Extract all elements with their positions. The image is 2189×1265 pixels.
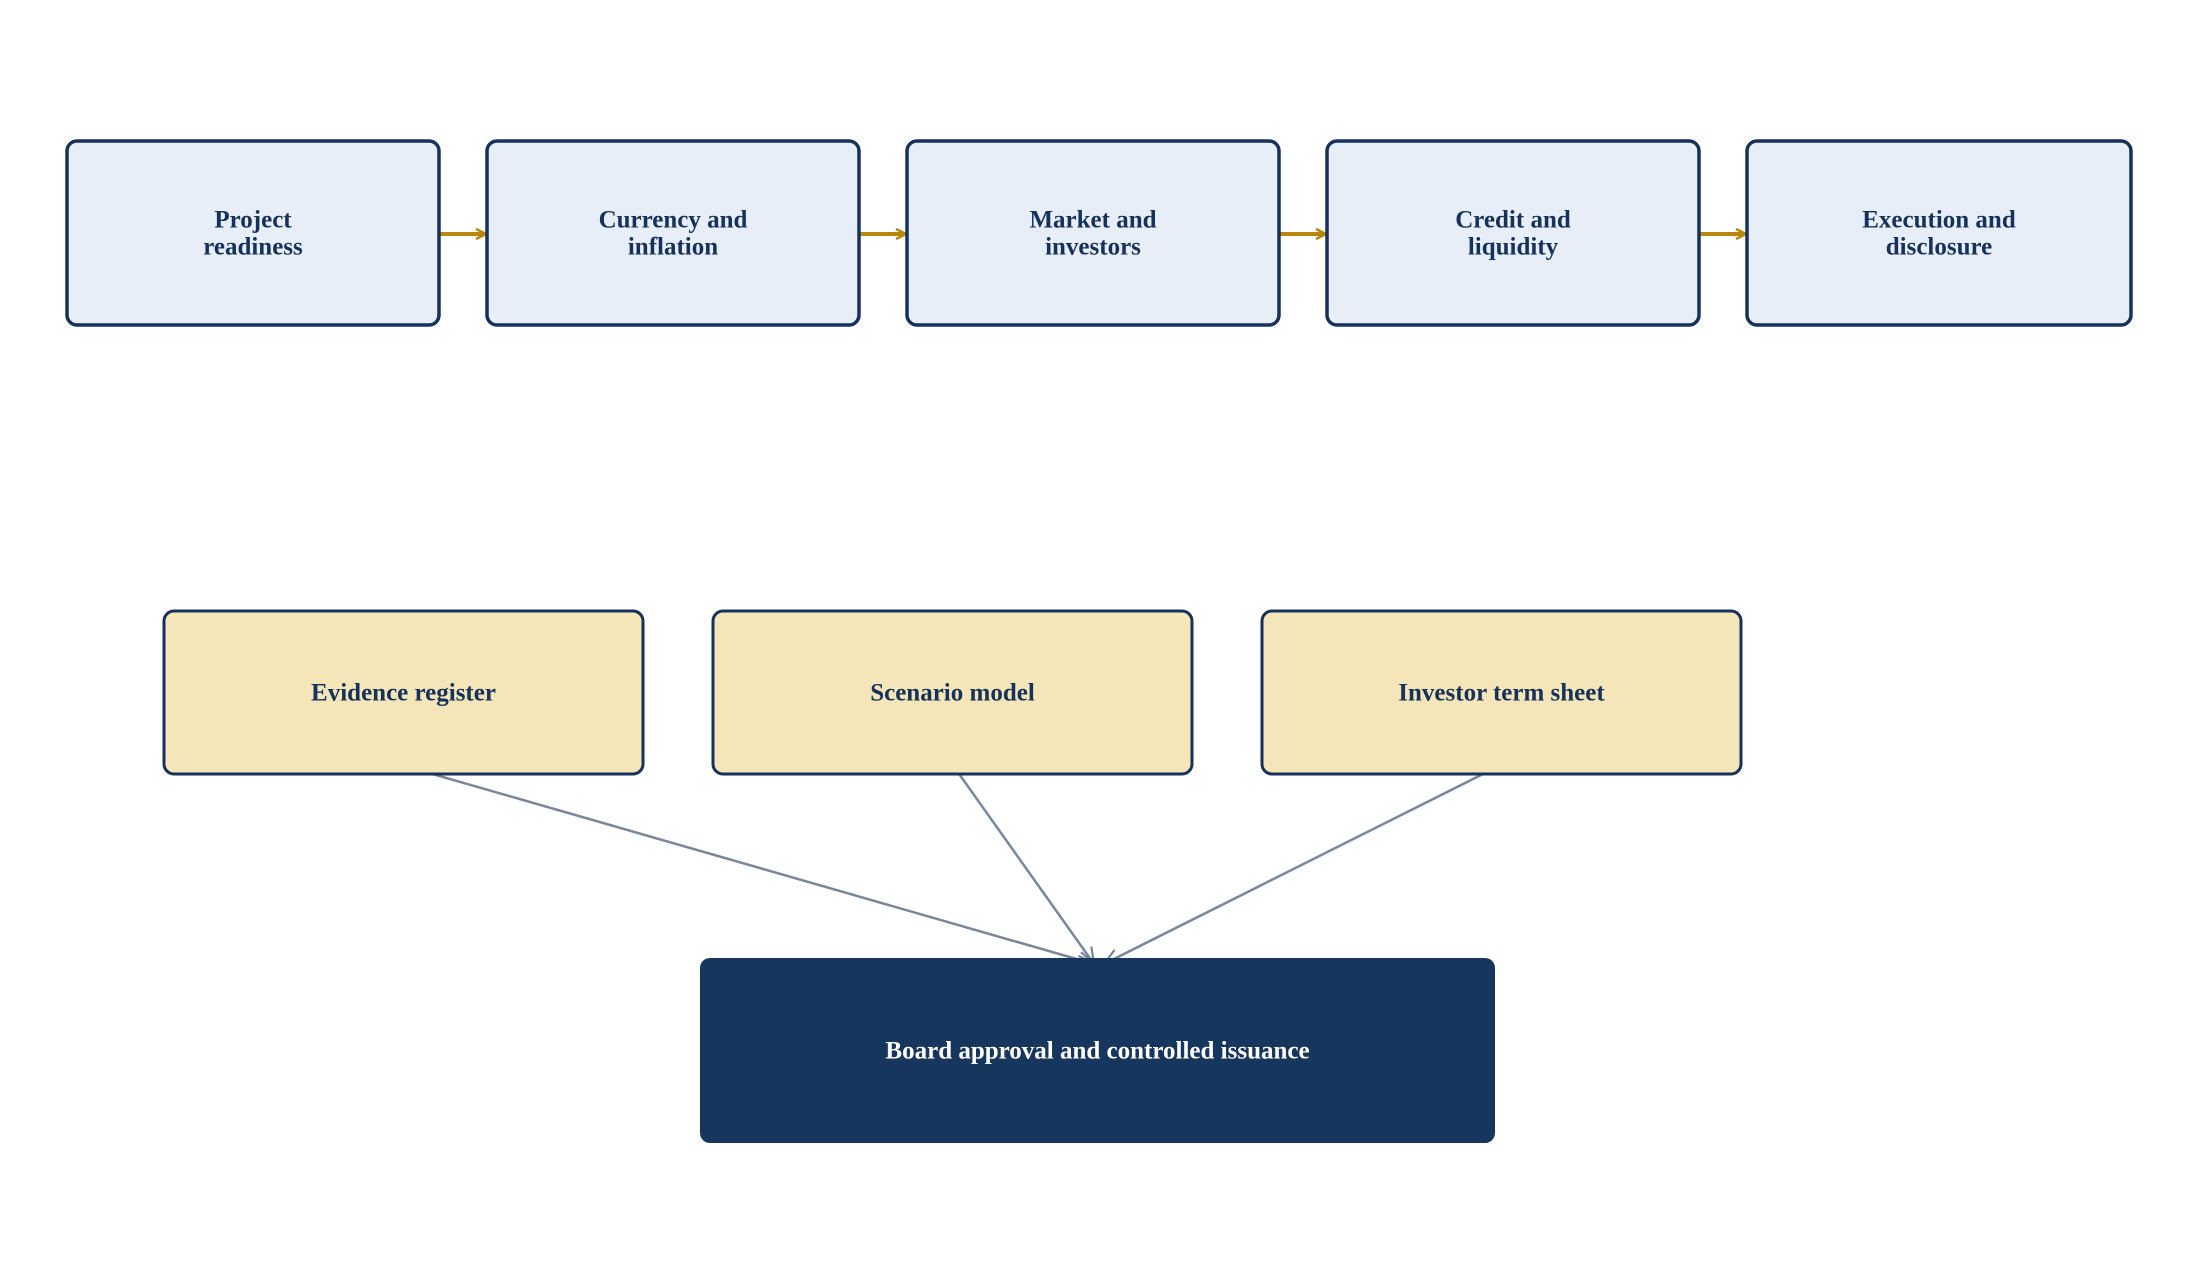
stage-execution-disclosure-label-line-2: disclosure: [1886, 234, 1993, 261]
artifact-investor-term-sheet-box: [1260, 609, 1743, 776]
stage-project-readiness-box: [65, 139, 441, 327]
stage-currency-inflation-label-line-1: Currency and: [599, 207, 748, 234]
stage-market-investors-label-line-1: Market and: [1029, 207, 1156, 234]
stage-execution-disclosure-box: [1745, 139, 2133, 327]
artifact-scenario-model-box: [711, 609, 1194, 776]
feed-arrow-1: [407, 765, 1094, 964]
outcome-board-approval-box: [700, 958, 1495, 1143]
stage-market-investors-box: [905, 139, 1281, 327]
stage-project-readiness-label-line-2: readiness: [203, 234, 303, 261]
outcome-board-approval-label: Board approval and controlled issuance: [885, 1038, 1309, 1065]
outcome-board-approval: Board approval and controlled issuance: [700, 958, 1495, 1143]
stage-execution-disclosure-label-line-1: Execution and: [1862, 207, 2016, 234]
artifact-evidence-register-box: [162, 609, 645, 776]
feed-arrow-3: [1104, 765, 1498, 964]
stage-credit-liquidity-label-line-2: liquidity: [1468, 234, 1559, 261]
stage-currency-inflation-box: [485, 139, 861, 327]
artifact-evidence-register-label: Evidence register: [311, 680, 496, 707]
stage-currency-inflation-label-line-2: inflation: [628, 234, 718, 261]
artifact-investor-term-sheet: Investor term sheet: [1260, 609, 1743, 776]
stage-market-investors-label-line-2: investors: [1045, 234, 1141, 261]
connector-layer: [407, 234, 1746, 964]
artifact-investor-term-sheet-label: Investor term sheet: [1398, 680, 1605, 707]
stage-credit-liquidity-label-line-1: Credit and: [1455, 207, 1571, 234]
stage-project-readiness-label-line-1: Project: [214, 207, 292, 234]
artifact-scenario-model: Scenario model: [711, 609, 1194, 776]
artifact-evidence-register: Evidence register: [162, 609, 645, 776]
artifact-scenario-model-label: Scenario model: [870, 680, 1035, 707]
feed-arrow-2: [955, 770, 1094, 964]
stage-credit-liquidity-box: [1325, 139, 1701, 327]
